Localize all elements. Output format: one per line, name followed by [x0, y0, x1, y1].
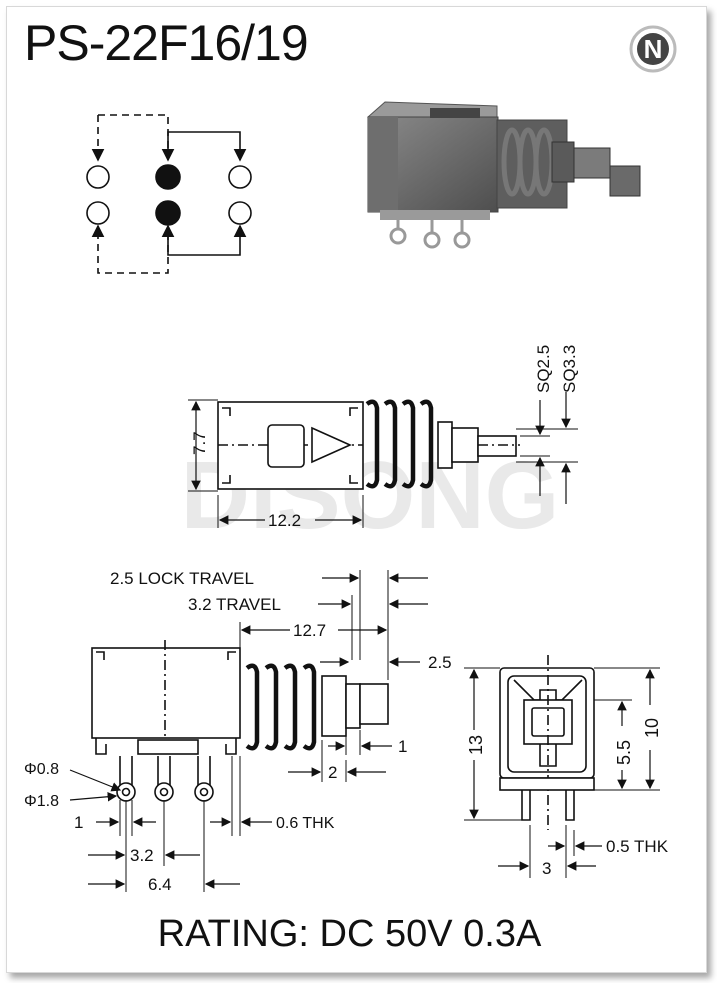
dim-1-terminal: 1	[74, 813, 83, 832]
dim-2: 2	[328, 763, 337, 782]
dim-0-5-thk: 0.5 THK	[606, 837, 669, 856]
circuit-schematic	[86, 114, 252, 274]
dim-10: 10	[642, 718, 662, 738]
dim-13: 13	[466, 735, 486, 755]
dim-1-plunger: 1	[398, 737, 407, 756]
dim-sq2-5: SQ2.5	[534, 345, 553, 393]
dim-phi-0-8: Φ0.8	[24, 761, 59, 778]
lock-travel-label: 2.5 LOCK TRAVEL	[110, 569, 254, 588]
product-illustration	[367, 101, 641, 249]
dim-3-end: 3	[542, 859, 551, 878]
front-view	[69, 570, 428, 892]
side-view	[188, 392, 578, 528]
rating-text: RATING: DC 50V 0.3A	[157, 913, 542, 955]
dim-12-7: 12.7	[293, 621, 326, 640]
dim-12-2: 12.2	[268, 511, 301, 530]
dim-5-5: 5.5	[614, 740, 634, 765]
end-view	[464, 655, 660, 878]
part-number-title: PS-22F16/19	[24, 15, 309, 71]
dim-3-2: 3.2	[130, 846, 154, 865]
logo-letter: N	[644, 34, 663, 64]
dim-2-5: 2.5	[428, 653, 452, 672]
travel-label: 3.2 TRAVEL	[188, 595, 281, 614]
dim-0-6-thk: 0.6 THK	[276, 815, 335, 832]
brand-logo-icon: N	[629, 25, 677, 73]
dim-sq3-3: SQ3.3	[560, 345, 579, 393]
dim-phi-1-8: Φ1.8	[24, 793, 59, 810]
dim-6-4: 6.4	[148, 875, 172, 894]
dim-7-7: 7.7	[190, 431, 209, 455]
